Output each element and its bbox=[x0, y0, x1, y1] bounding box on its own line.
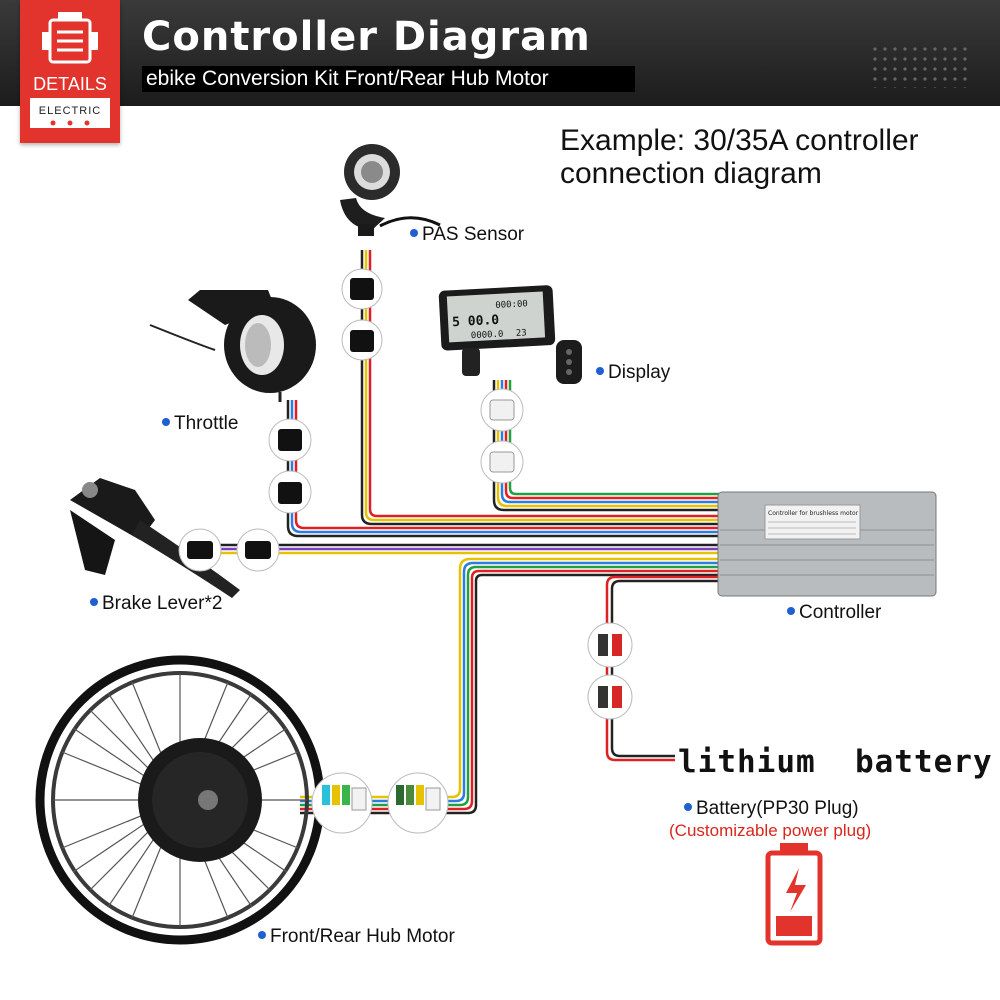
brake-lever-text: Brake Lever*2 bbox=[102, 593, 223, 614]
pas-wire-bundle bbox=[360, 250, 720, 526]
hub-motor-text: Front/Rear Hub Motor bbox=[270, 926, 455, 947]
example-caption: Example: 30/35A controller connection di… bbox=[560, 124, 919, 190]
display-wire-bundle bbox=[492, 380, 720, 512]
motor-icon bbox=[30, 12, 110, 128]
controller-text: Controller bbox=[799, 602, 882, 623]
brake-lever-label: Brake Lever*2 bbox=[90, 593, 222, 615]
battery-text: Battery(PP30 Plug) bbox=[696, 798, 859, 819]
bullet-dot bbox=[258, 930, 266, 939]
custom-plug-note: (Customizable power plug) bbox=[669, 821, 872, 840]
bullet-dot bbox=[787, 606, 795, 615]
brake-wire-bundle bbox=[220, 543, 720, 555]
lithium-battery-title: lithium battery bbox=[678, 744, 993, 780]
details-badge: DETAILS ELECTRIC bbox=[20, 0, 120, 143]
hub-motor-label: Front/Rear Hub Motor bbox=[258, 926, 455, 948]
pas-sensor-text: PAS Sensor bbox=[422, 224, 525, 245]
pas-sensor-label: PAS Sensor bbox=[410, 224, 524, 246]
display-top-readout: 000:00 bbox=[495, 299, 528, 311]
pas-connector-pair bbox=[341, 268, 383, 361]
controller-label: Controller bbox=[787, 602, 881, 624]
display-text: Display bbox=[608, 362, 671, 383]
throttle-label: Throttle bbox=[162, 413, 238, 435]
battery-label: Battery(PP30 Plug) bbox=[684, 798, 859, 820]
bullet-dot bbox=[162, 417, 170, 426]
display-connector-pair bbox=[480, 388, 524, 484]
bullet-dot bbox=[596, 366, 604, 375]
display-odo-readout: 0000.0 bbox=[471, 330, 504, 342]
header-bar: Controller Diagram ebike Conversion Kit … bbox=[0, 0, 1000, 106]
decorative-dot-grid bbox=[870, 44, 970, 88]
pas-sensor-image bbox=[340, 144, 441, 236]
controller-image: Controller for brushless motor bbox=[717, 491, 937, 597]
throttle-image bbox=[149, 290, 316, 402]
bullet-dot bbox=[684, 802, 692, 811]
display-button-pad bbox=[462, 340, 582, 384]
throttle-text: Throttle bbox=[174, 413, 239, 434]
battery-connector-pair bbox=[587, 622, 633, 720]
throttle-connector-pair bbox=[268, 418, 312, 514]
hub-motor-wheel-image bbox=[35, 655, 325, 945]
display-label: Display bbox=[596, 362, 670, 384]
brake-connector-pair bbox=[178, 528, 280, 572]
lcd-display-image: 000:00 5 00.0 0000.0 23 bbox=[438, 285, 556, 351]
battery-icon bbox=[765, 843, 823, 946]
motor-wire-bundle bbox=[300, 557, 720, 815]
throttle-wire-bundle bbox=[286, 400, 720, 538]
bullet-dot bbox=[90, 597, 98, 606]
display-speed-readout: 5 00.0 bbox=[452, 313, 500, 330]
bullet-dot bbox=[410, 228, 418, 237]
badge-label: DETAILS bbox=[33, 74, 107, 94]
badge-sublabel: ELECTRIC bbox=[38, 105, 102, 117]
motor-connector-pair bbox=[311, 772, 449, 834]
display-temp-readout: 23 bbox=[516, 328, 527, 339]
battery-wire-bundle bbox=[605, 575, 720, 762]
controller-plate-text: Controller for brushless motor bbox=[768, 510, 859, 517]
page-subtitle: ebike Conversion Kit Front/Rear Hub Moto… bbox=[142, 66, 635, 92]
page-title: Controller Diagram bbox=[142, 14, 591, 60]
